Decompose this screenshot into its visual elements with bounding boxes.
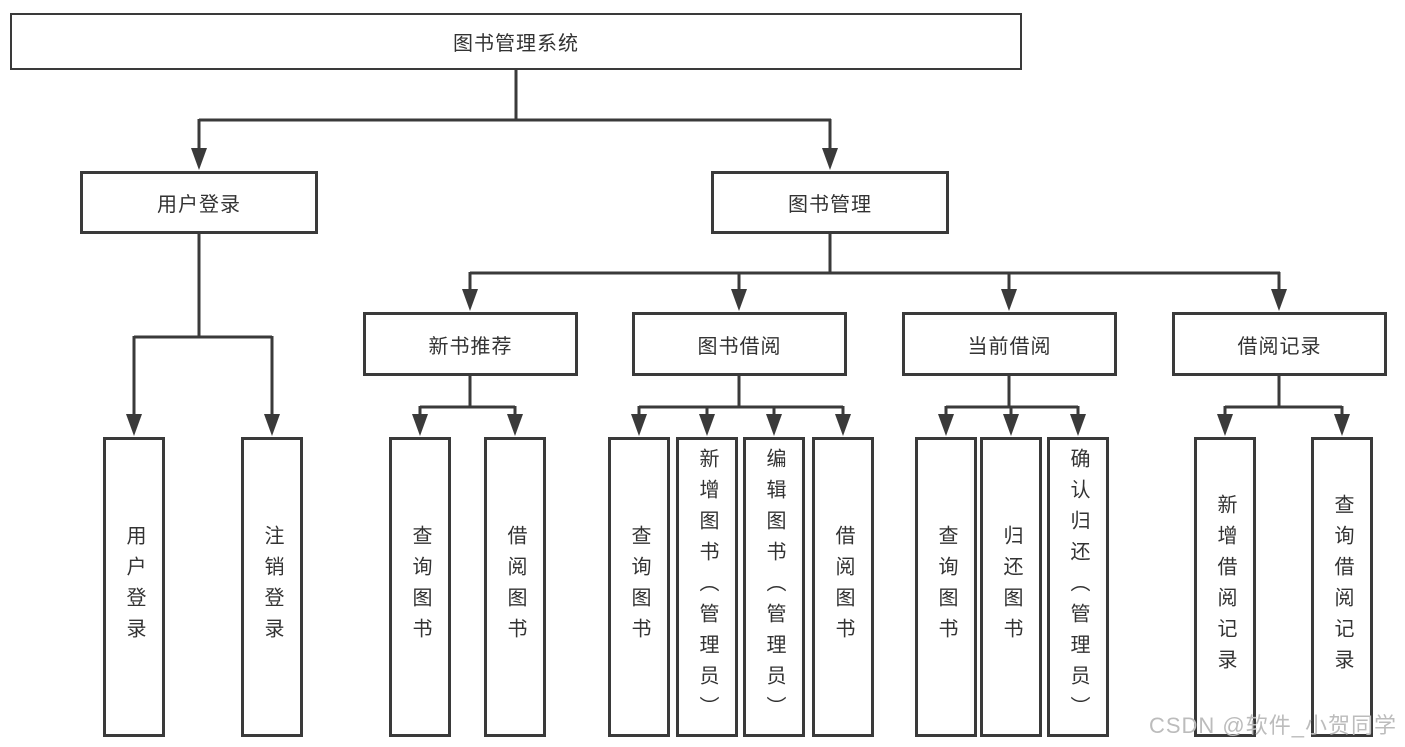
leaf-records-add-record: 新增借阅记录 [1194,437,1256,737]
leaf-borrow-add-books-admin: 新增图书（管理员） [676,437,738,737]
node-book-borrow: 图书借阅 [632,312,847,376]
connector-root-to-level2 [191,70,838,170]
node-borrow-records: 借阅记录 [1172,312,1387,376]
leaf-logout: 注销登录 [241,437,303,737]
node-label: 新书推荐 [428,335,513,358]
leaf-label: 查询图书 [409,525,431,649]
leaf-label: 确认归还（管理员） [1067,447,1089,727]
leaf-label: 新增图书（管理员） [696,447,718,727]
leaf-label: 编辑图书（管理员） [763,447,785,727]
leaf-label: 查询借阅记录 [1331,494,1353,680]
leaf-label: 用户登录 [123,525,145,649]
connector-borrow-to-leaves [631,376,851,436]
connector-newbook-to-leaves [412,376,523,436]
leaf-label: 查询图书 [628,525,650,649]
leaf-borrow-edit-books-admin: 编辑图书（管理员） [743,437,805,737]
leaf-borrow-query-books: 查询图书 [608,437,670,737]
leaf-newbook-query-books: 查询图书 [389,437,451,737]
leaf-current-query-books: 查询图书 [915,437,977,737]
node-label: 借阅记录 [1237,335,1322,358]
leaf-label: 注销登录 [261,525,283,649]
node-label: 图书管理系统 [453,33,579,55]
leaf-user-login: 用户登录 [103,437,165,737]
node-label: 图书管理 [788,194,872,216]
leaf-borrow-borrow-books: 借阅图书 [812,437,874,737]
node-label: 图书借阅 [697,335,782,358]
connector-records-to-leaves [1217,376,1350,436]
leaf-newbook-borrow-books: 借阅图书 [484,437,546,737]
csdn-watermark: CSDN @软件_小贺同学 [1148,713,1397,738]
node-label: 用户登录 [157,194,241,216]
connector-current-to-leaves [938,376,1086,436]
node-current-borrow: 当前借阅 [902,312,1117,376]
connector-mgmt-to-level3 [462,234,1287,311]
node-library-management-system: 图书管理系统 [10,13,1022,70]
node-book-management: 图书管理 [711,171,949,234]
leaf-records-query-record: 查询借阅记录 [1311,437,1373,737]
leaf-label: 借阅图书 [832,525,854,649]
connector-login-to-leaves [126,234,280,436]
node-label: 当前借阅 [967,335,1052,358]
leaf-current-confirm-return-admin: 确认归还（管理员） [1047,437,1109,737]
leaf-label: 归还图书 [1000,525,1022,649]
leaf-current-return-books: 归还图书 [980,437,1042,737]
node-new-book-recommend: 新书推荐 [363,312,578,376]
node-user-login: 用户登录 [80,171,318,234]
leaf-label: 查询图书 [935,525,957,649]
leaf-label: 借阅图书 [504,525,526,649]
leaf-label: 新增借阅记录 [1214,494,1236,680]
